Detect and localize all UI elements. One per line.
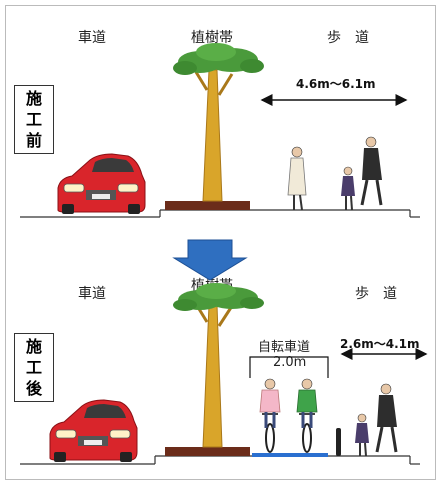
planter-box-before	[165, 201, 250, 210]
pedestrian-child-before	[341, 166, 355, 211]
bike-lane-surface	[252, 453, 328, 457]
sidewalk-width-after: 2.6m～4.1m	[340, 337, 420, 351]
car-after	[49, 399, 138, 462]
bollard	[336, 428, 341, 456]
tree-before	[173, 43, 264, 202]
label-roadway-after: 車道	[78, 286, 106, 302]
stage-after-char-1: 施	[25, 337, 42, 356]
cyclist-pink	[259, 378, 281, 453]
stage-after-badge: 施 工 後	[14, 333, 54, 402]
planter-box-after	[165, 447, 250, 456]
stage-before-badge: 施 工 前	[14, 85, 54, 154]
pedestrian-woman-before	[287, 146, 307, 211]
stage-after-char-3: 後	[25, 379, 42, 398]
pedestrian-child-after	[355, 413, 369, 457]
car-before	[57, 153, 146, 214]
label-sidewalk-after: 歩 道	[355, 286, 397, 302]
stage-before-char-1: 施	[25, 89, 42, 108]
stage-before-char-2: 工	[25, 110, 42, 129]
label-planting-strip-before: 植樹帯	[191, 30, 233, 46]
transition-arrow-icon	[172, 239, 248, 281]
sidewalk-width-before: 4.6m～6.1m	[296, 77, 376, 91]
pedestrian-man-before	[360, 136, 383, 206]
bike-lane-width: 2.0m	[273, 355, 307, 370]
bike-lane-bracket	[249, 356, 329, 378]
tree-after	[173, 283, 264, 448]
pedestrian-man-after	[375, 383, 398, 453]
label-sidewalk-before: 歩 道	[327, 30, 369, 46]
cyclist-green	[296, 378, 318, 453]
stage-before-char-3: 前	[25, 131, 42, 150]
label-roadway-before: 車道	[78, 30, 106, 46]
bike-lane-label: 自転車道	[258, 340, 311, 355]
stage-after-char-2: 工	[25, 358, 42, 377]
